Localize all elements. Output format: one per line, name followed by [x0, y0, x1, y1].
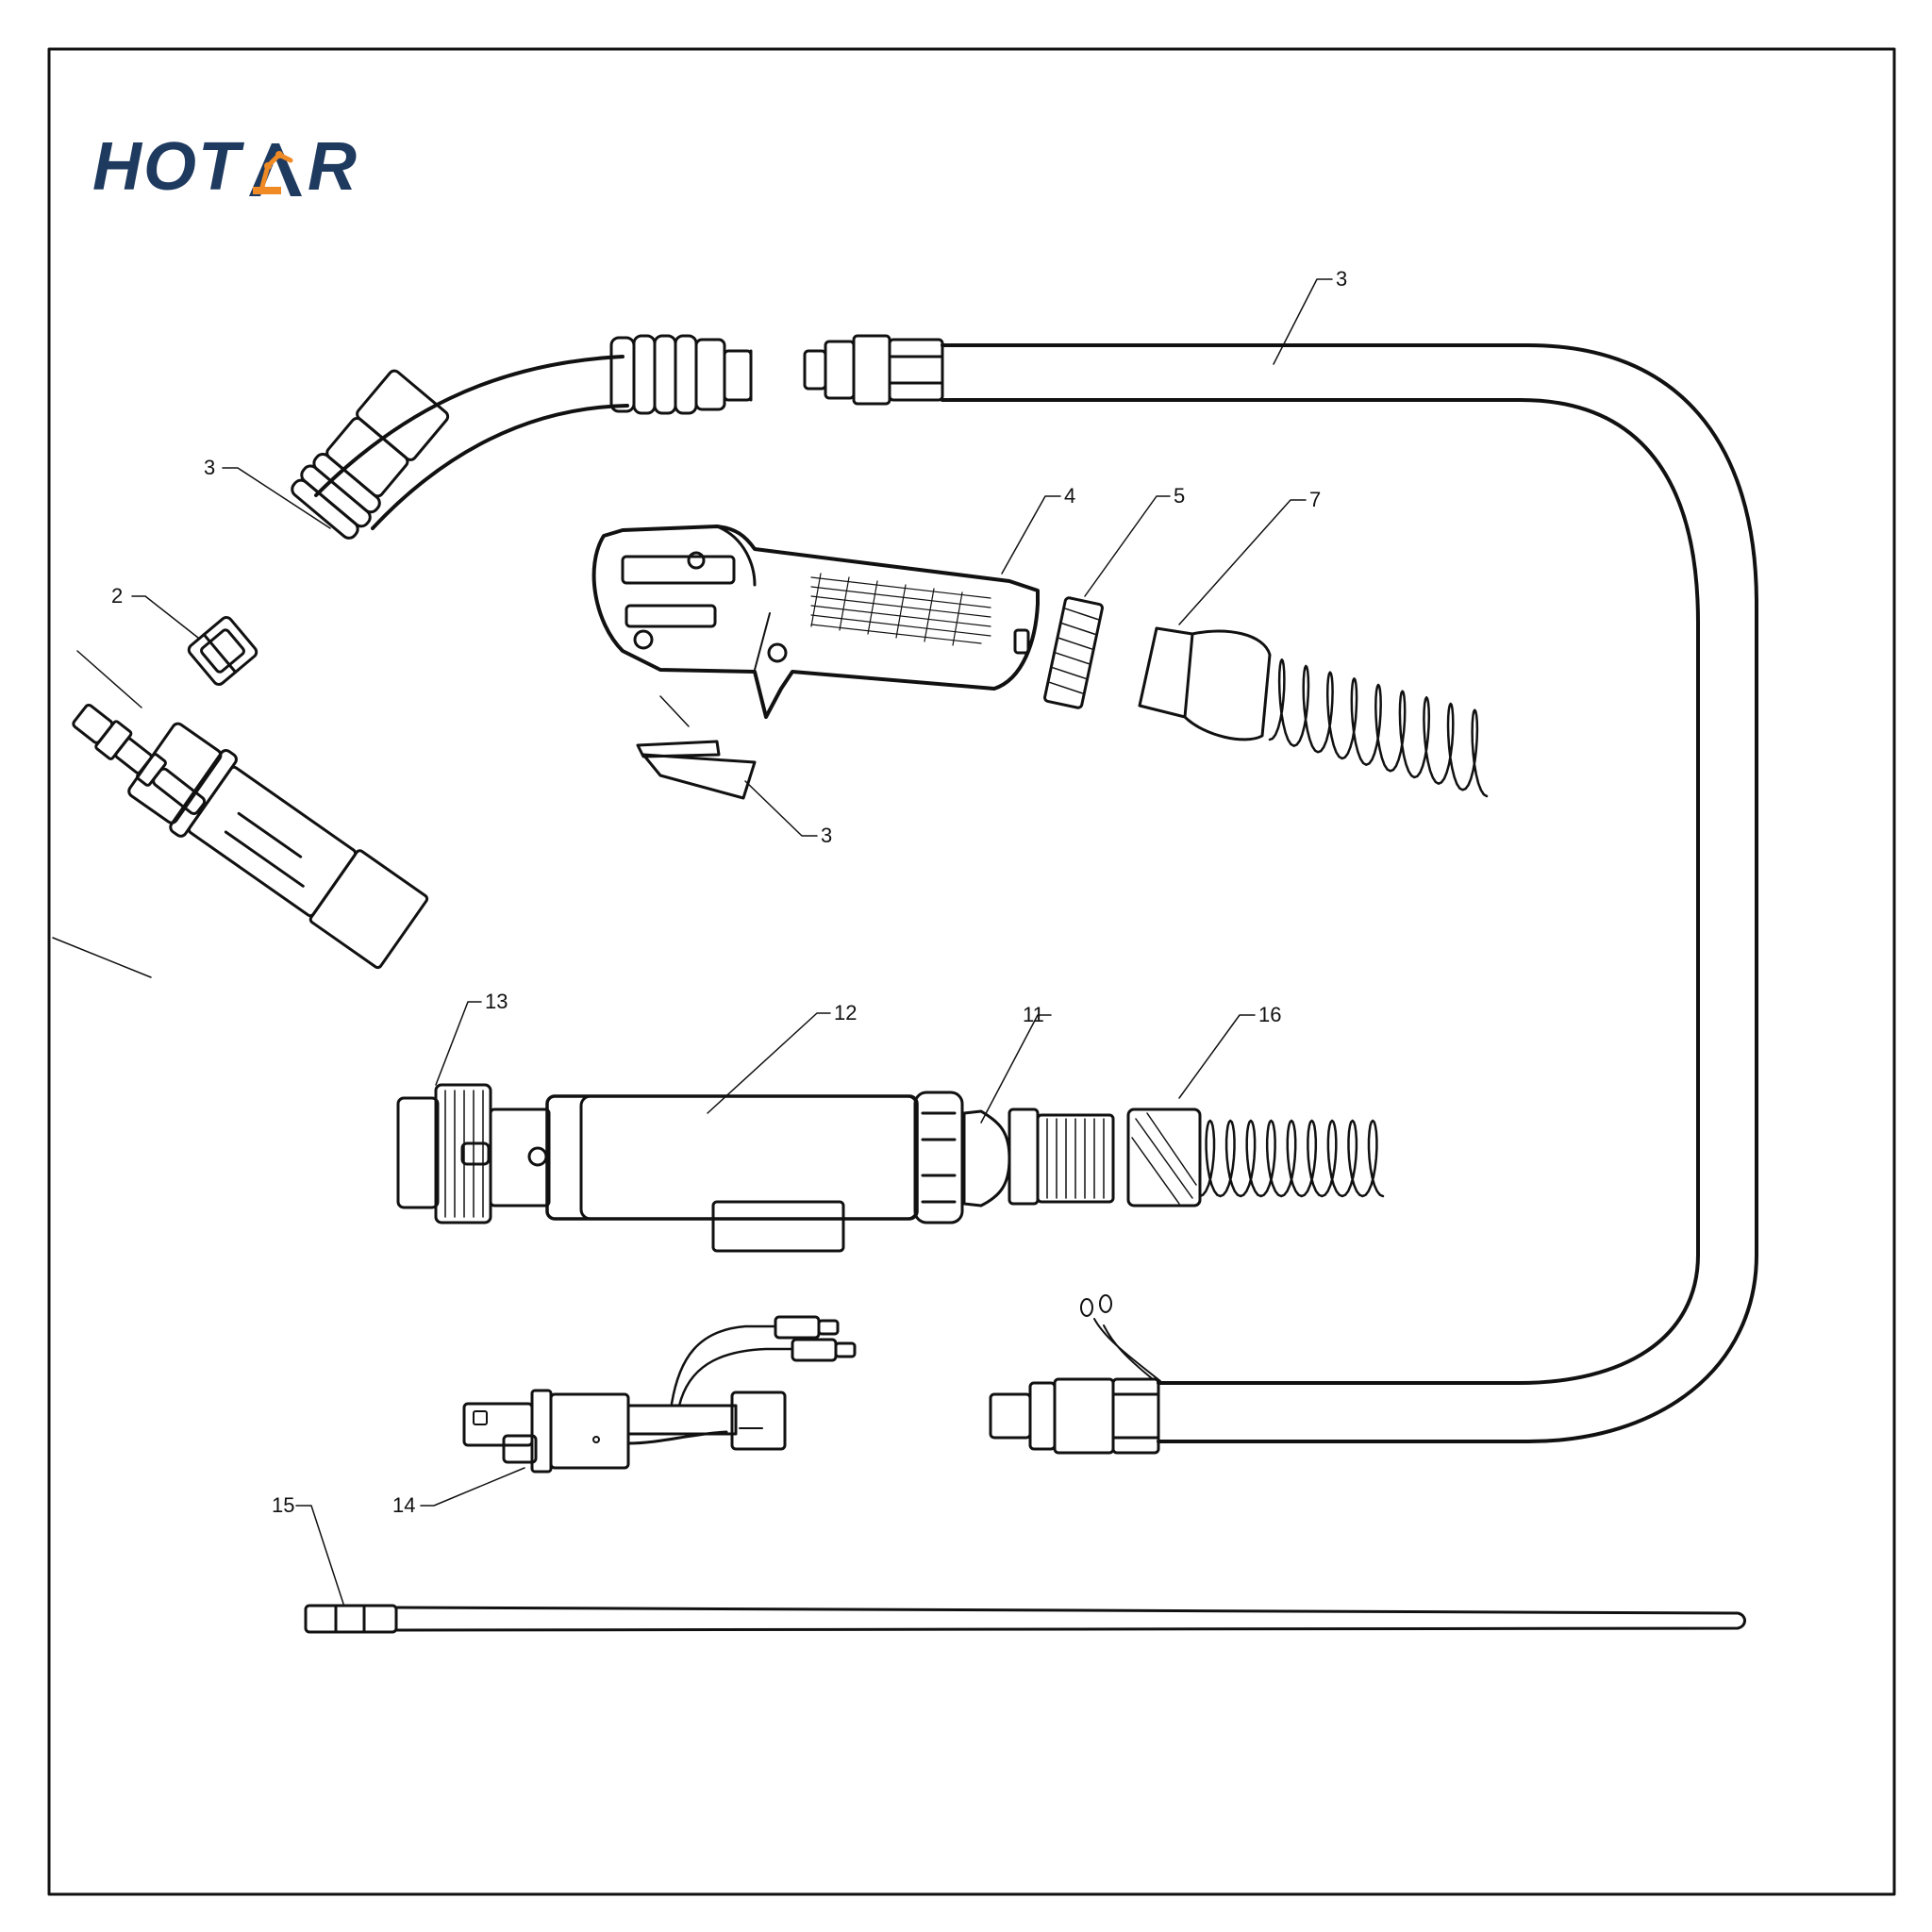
main-cable-assembly	[803, 334, 1758, 1455]
callout-labels: 3 3 2 4 5 7 3 13 12 11 16 14 15	[111, 267, 1347, 1517]
callout-2: 2	[111, 584, 123, 608]
brand-name-right: R	[307, 129, 358, 205]
callout-11: 11	[1023, 1003, 1044, 1026]
callout-4: 4	[1064, 484, 1075, 508]
gooseneck-cable	[291, 334, 753, 540]
callout-16: 16	[1258, 1003, 1281, 1026]
callout-3-top: 3	[1336, 267, 1347, 291]
brand-name-left: HOT	[92, 129, 242, 205]
trigger-part	[636, 740, 757, 800]
handle-body-assembly	[396, 1083, 1385, 1253]
callout-14: 14	[392, 1493, 415, 1517]
torch-handle-part	[591, 525, 1040, 719]
grip-ring-part	[1043, 596, 1104, 709]
spring-relief-top	[1138, 626, 1489, 798]
callout-3-neck: 3	[204, 456, 215, 479]
callout-12: 12	[834, 1001, 857, 1024]
callout-3-trigger: 3	[821, 824, 832, 847]
diagram-frame	[47, 47, 1896, 1896]
robot-arm-icon	[243, 137, 306, 197]
spring-coil	[1198, 1119, 1385, 1198]
nozzle-part	[127, 722, 429, 970]
leader-lines	[52, 278, 1333, 1605]
callout-5: 5	[1174, 484, 1185, 508]
wire-liner-part	[304, 1604, 1746, 1634]
switch-wiring-part	[462, 1315, 857, 1474]
callout-7: 7	[1309, 488, 1321, 511]
callout-15: 15	[272, 1493, 294, 1517]
gas-diffuser-part	[187, 616, 258, 686]
callout-13: 13	[485, 990, 508, 1013]
brand-logo: HOT R	[92, 129, 358, 205]
spring-coil	[1268, 658, 1489, 798]
